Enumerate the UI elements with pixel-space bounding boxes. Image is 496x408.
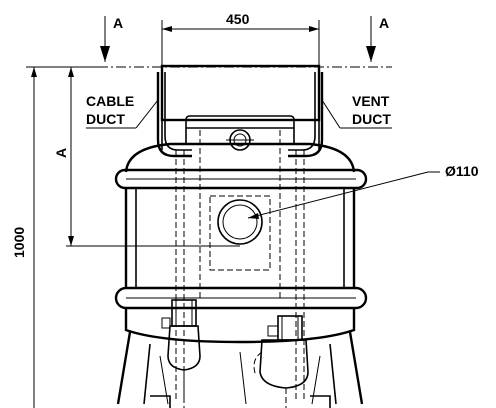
pump-right xyxy=(253,315,309,408)
width-dim-label: 450 xyxy=(226,11,250,27)
lower-rib xyxy=(114,286,368,310)
section-label-left: A xyxy=(113,15,123,31)
vent-duct-leader xyxy=(321,99,392,129)
pipe-inlet xyxy=(209,195,271,271)
section-label-right: A xyxy=(379,15,389,31)
pipe-diameter-label: Ø110 xyxy=(445,163,479,179)
base-sump xyxy=(116,308,364,408)
top-dome xyxy=(124,115,356,173)
vent-duct-label-1: VENT xyxy=(352,93,390,109)
height-dimension xyxy=(26,66,100,408)
width-dimension xyxy=(161,20,320,66)
pump-left xyxy=(161,299,201,408)
riser xyxy=(156,64,324,158)
cable-duct-label-1: CABLE xyxy=(86,93,134,109)
height-dim-label: 1000 xyxy=(11,227,27,258)
vent-duct-label-2: DUCT xyxy=(352,111,391,127)
cable-duct-leader xyxy=(86,99,159,129)
upper-rib xyxy=(114,168,368,190)
inner-dimension xyxy=(66,67,240,247)
chamber-body xyxy=(124,130,356,400)
inner-dim-label: A xyxy=(53,148,69,158)
cable-duct-label-2: DUCT xyxy=(86,111,125,127)
